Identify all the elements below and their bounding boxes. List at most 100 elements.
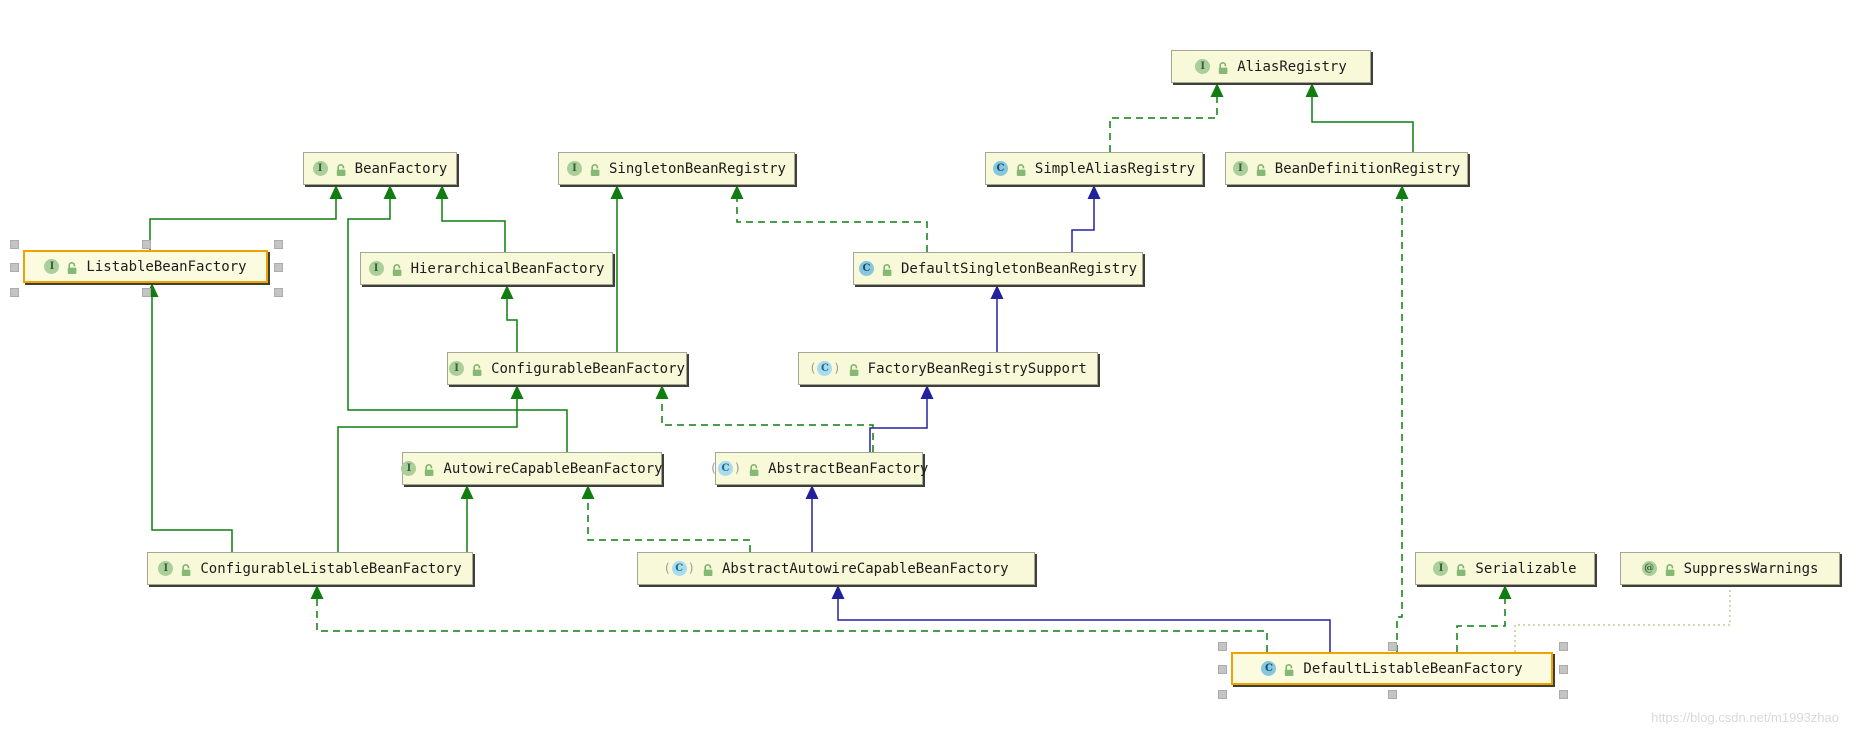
inheritance-arrowhead <box>310 585 324 599</box>
selection-handle[interactable] <box>141 240 151 249</box>
edge-factory-bean-registry-support-to-default-singleton-bean-registry[interactable] <box>990 285 1004 352</box>
interface-icon: I <box>312 161 328 176</box>
node-listable-bean-factory[interactable]: I ListableBeanFactory <box>23 250 268 283</box>
class-name-label: DefaultSingletonBeanRegistry <box>901 260 1138 277</box>
selection-handle[interactable] <box>10 288 19 297</box>
class-icon: C <box>1261 661 1277 676</box>
edge-configurable-bean-factory-to-singleton-bean-registry[interactable] <box>610 185 624 352</box>
open-lock-icon <box>1664 562 1677 576</box>
interface-icon: I <box>1195 59 1211 74</box>
inheritance-arrowhead <box>460 485 474 499</box>
edge-abstract-bean-factory-to-configurable-bean-factory[interactable] <box>655 385 874 452</box>
inheritance-arrowhead <box>805 485 819 499</box>
edge-default-listable-bean-factory-to-bean-definition-registry[interactable] <box>1395 185 1409 652</box>
edge-default-listable-bean-factory-to-abstract-autowire-capable-bean-factory[interactable] <box>831 585 1331 652</box>
interface-icon: I <box>368 261 384 276</box>
selection-handle[interactable] <box>274 240 283 249</box>
open-lock-icon <box>335 162 348 176</box>
interface-icon: I <box>566 161 582 176</box>
abstract-class-icon: (C) <box>709 461 742 476</box>
edge-configurable-listable-bean-factory-to-autowire-capable-bean-factory[interactable] <box>460 485 474 552</box>
class-name-label: AbstractBeanFactory <box>768 460 929 477</box>
abstract-class-icon: (C) <box>663 561 695 576</box>
edge-default-listable-bean-factory-to-suppress-warnings[interactable] <box>1514 585 1731 652</box>
node-bean-factory[interactable]: I BeanFactory <box>303 152 457 185</box>
class-name-label: SimpleAliasRegistry <box>1034 160 1196 177</box>
inheritance-arrowhead <box>610 185 624 199</box>
node-default-singleton-bean-registry[interactable]: C DefaultSingletonBeanRegistry <box>853 252 1143 285</box>
class-name-label: SuppressWarnings <box>1683 560 1819 577</box>
edge-hierarchical-bean-factory-to-bean-factory[interactable] <box>435 185 506 252</box>
class-name-label: ConfigurableBeanFactory <box>491 360 685 377</box>
node-singleton-bean-registry[interactable]: I SingletonBeanRegistry <box>558 152 795 185</box>
selection-handle[interactable] <box>10 262 19 272</box>
class-name-label: ListableBeanFactory <box>86 258 247 275</box>
edge-default-singleton-bean-registry-to-singleton-bean-registry[interactable] <box>730 185 928 252</box>
edge-bean-definition-registry-to-alias-registry[interactable] <box>1305 83 1414 152</box>
selection-handle[interactable] <box>1218 664 1227 674</box>
node-suppress-warnings[interactable]: @ SuppressWarnings <box>1620 552 1840 585</box>
inheritance-arrowhead <box>730 185 744 199</box>
node-autowire-capable-bean-factory[interactable]: I AutowireCapableBeanFactory <box>401 452 663 485</box>
selection-handle[interactable] <box>1559 642 1568 651</box>
class-name-label: FactoryBeanRegistrySupport <box>867 360 1087 377</box>
open-lock-icon <box>589 162 602 176</box>
node-abstract-autowire-capable-bean-factory[interactable]: (C) AbstractAutowireCapableBeanFactory <box>637 552 1035 585</box>
selection-handle[interactable] <box>141 288 151 297</box>
edge-default-listable-bean-factory-to-configurable-listable-bean-factory[interactable] <box>310 585 1268 652</box>
node-simple-alias-registry[interactable]: C SimpleAliasRegistry <box>985 152 1203 185</box>
open-lock-icon <box>423 462 436 476</box>
node-configurable-listable-bean-factory[interactable]: I ConfigurableListableBeanFactory <box>147 552 473 585</box>
inheritance-arrowhead <box>435 185 449 199</box>
node-bean-definition-registry[interactable]: I BeanDefinitionRegistry <box>1225 152 1468 185</box>
watermark: https://blog.csdn.net/m1993zhao <box>1651 710 1839 725</box>
edge-abstract-bean-factory-to-factory-bean-registry-support[interactable] <box>869 385 934 452</box>
selection-handle[interactable] <box>1559 664 1568 674</box>
edge-default-singleton-bean-registry-to-simple-alias-registry[interactable] <box>1071 185 1101 252</box>
selection-handle[interactable] <box>1388 642 1397 651</box>
inheritance-arrowhead <box>1210 83 1224 97</box>
open-lock-icon <box>391 262 404 276</box>
selection-handle[interactable] <box>1559 690 1568 699</box>
edge-abstract-autowire-capable-bean-factory-to-abstract-bean-factory[interactable] <box>805 485 819 552</box>
open-lock-icon <box>66 260 79 274</box>
inheritance-arrowhead <box>655 385 669 399</box>
class-name-label: AliasRegistry <box>1237 58 1347 75</box>
selection-handle[interactable] <box>10 240 19 249</box>
inheritance-arrowhead <box>990 285 1004 299</box>
abstract-class-icon: (C) <box>809 361 841 376</box>
class-name-label: Serializable <box>1475 560 1577 577</box>
selection-handle[interactable] <box>274 288 283 297</box>
inheritance-arrowhead <box>1087 185 1101 199</box>
class-icon: C <box>992 161 1008 176</box>
class-name-label: SingletonBeanRegistry <box>608 160 786 177</box>
selection-handle[interactable] <box>1388 690 1397 699</box>
inheritance-arrowhead <box>920 385 934 399</box>
edge-listable-bean-factory-to-bean-factory[interactable] <box>149 185 343 250</box>
edge-abstract-autowire-capable-bean-factory-to-autowire-capable-bean-factory[interactable] <box>581 485 751 552</box>
node-default-listable-bean-factory[interactable]: C DefaultListableBeanFactory <box>1231 652 1553 685</box>
edge-autowire-capable-bean-factory-to-bean-factory[interactable] <box>347 185 568 452</box>
node-hierarchical-bean-factory[interactable]: I HierarchicalBeanFactory <box>360 252 613 285</box>
edge-configurable-bean-factory-to-hierarchical-bean-factory[interactable] <box>500 285 518 352</box>
node-abstract-bean-factory[interactable]: (C) AbstractBeanFactory <box>710 452 928 485</box>
selection-handle[interactable] <box>1218 690 1227 699</box>
node-factory-bean-registry-support[interactable]: (C) FactoryBeanRegistrySupport <box>798 352 1098 385</box>
selection-handle[interactable] <box>274 262 283 272</box>
edge-configurable-listable-bean-factory-to-configurable-bean-factory[interactable] <box>337 385 524 552</box>
interface-icon: I <box>1232 161 1248 176</box>
inheritance-arrowhead <box>329 185 343 199</box>
node-configurable-bean-factory[interactable]: I ConfigurableBeanFactory <box>447 352 687 385</box>
edge-default-listable-bean-factory-to-serializable[interactable] <box>1456 585 1512 652</box>
open-lock-icon <box>1015 162 1028 176</box>
open-lock-icon <box>1255 162 1268 176</box>
selection-handle[interactable] <box>1218 642 1227 651</box>
open-lock-icon <box>702 562 715 576</box>
edge-simple-alias-registry-to-alias-registry[interactable] <box>1109 83 1224 152</box>
class-name-label: DefaultListableBeanFactory <box>1303 660 1523 677</box>
node-alias-registry[interactable]: I AliasRegistry <box>1171 50 1371 83</box>
node-serializable[interactable]: I Serializable <box>1415 552 1595 585</box>
edge-configurable-listable-bean-factory-to-listable-bean-factory[interactable] <box>145 283 233 552</box>
